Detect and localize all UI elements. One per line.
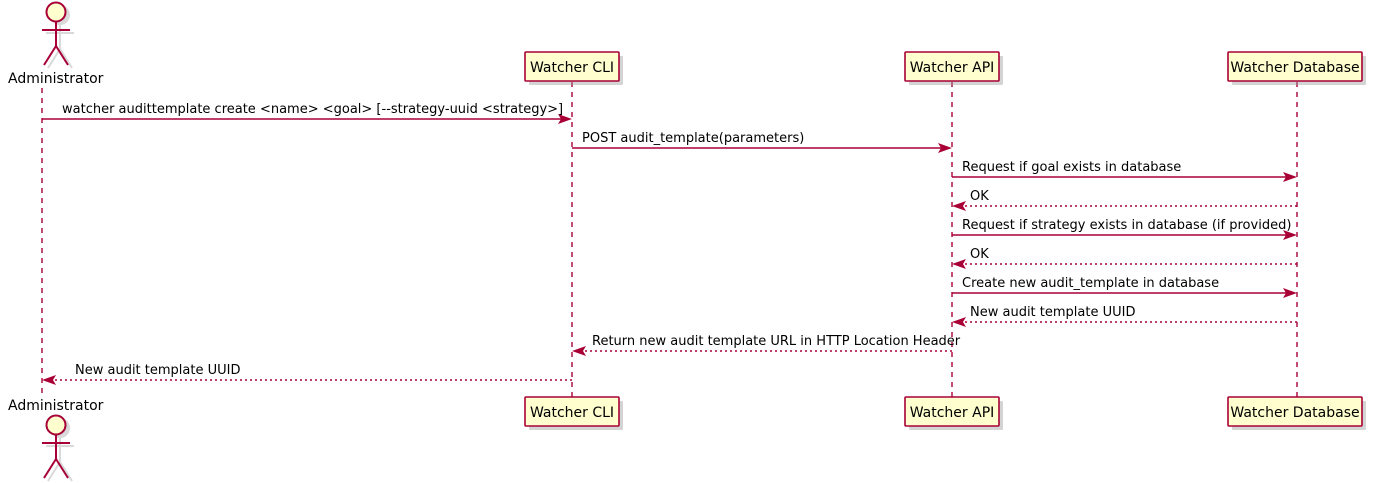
message-3[interactable]: Request if goal exists in database — [952, 160, 1297, 182]
message-label-10: New audit template UUID — [75, 363, 240, 378]
participant-label-watcher-database-bottom: Watcher Database — [1230, 405, 1359, 421]
participant-label-watcher-api-bottom: Watcher API — [910, 405, 995, 421]
actor-head-icon — [45, 1, 67, 23]
arrowhead-left-6 — [952, 259, 966, 269]
participant-box-watcher-api-bottom[interactable]: Watcher API — [904, 396, 1003, 430]
participant-box-watcher-database-bottom[interactable]: Watcher Database — [1227, 396, 1366, 430]
message-label-5: Request if strategy exists in database (… — [962, 218, 1291, 233]
participant-box-watcher-cli-bottom[interactable]: Watcher CLI — [524, 396, 623, 430]
message-2[interactable]: POST audit_template(parameters) — [572, 131, 952, 153]
message-6[interactable]: OK — [952, 247, 1297, 269]
message-1[interactable]: watcher audittemplate create <name> <goa… — [42, 102, 572, 124]
message-5[interactable]: Request if strategy exists in database (… — [952, 218, 1297, 240]
message-10[interactable]: New audit template UUID — [42, 363, 572, 385]
actor-administrator-bottom[interactable] — [42, 414, 74, 482]
arrowhead-left-9 — [572, 346, 586, 356]
participant-box-watcher-cli-top[interactable]: Watcher CLI — [524, 51, 623, 85]
message-label-2: POST audit_template(parameters) — [582, 131, 804, 146]
arrowhead-right-7 — [1283, 288, 1297, 298]
actor-label-administrator-top: Administrator — [8, 71, 104, 87]
message-label-1: watcher audittemplate create <name> <goa… — [62, 102, 563, 117]
message-label-4: OK — [970, 189, 989, 204]
actor-label-administrator-bottom: Administrator — [8, 398, 104, 414]
message-8[interactable]: New audit template UUID — [952, 305, 1297, 327]
actor-head-icon-bottom — [45, 414, 67, 436]
participant-label-watcher-database-top: Watcher Database — [1230, 60, 1359, 76]
arrowhead-left-4 — [952, 201, 966, 211]
message-label-3: Request if goal exists in database — [962, 160, 1181, 175]
lifelines — [41, 82, 1298, 397]
arrowhead-right-1 — [558, 114, 572, 124]
message-7[interactable]: Create new audit_template in database — [952, 276, 1297, 298]
arrowhead-right-5 — [1283, 230, 1297, 240]
actor-body-icon-bottom — [42, 435, 70, 479]
participant-label-watcher-api-top: Watcher API — [910, 60, 995, 76]
participant-label-watcher-cli-top: Watcher CLI — [530, 60, 614, 76]
arrowhead-left-10 — [42, 375, 56, 385]
participant-label-watcher-cli-bottom: Watcher CLI — [530, 405, 614, 421]
arrowhead-right-3 — [1283, 172, 1297, 182]
message-9[interactable]: Return new audit template URL in HTTP Lo… — [572, 334, 961, 356]
actor-body-icon — [42, 22, 70, 66]
actor-administrator-top[interactable] — [42, 1, 74, 69]
message-label-8: New audit template UUID — [970, 305, 1135, 320]
message-label-7: Create new audit_template in database — [962, 276, 1219, 291]
message-4[interactable]: OK — [952, 189, 1297, 211]
arrowhead-right-2 — [938, 143, 952, 153]
arrowhead-left-8 — [952, 317, 966, 327]
message-label-9: Return new audit template URL in HTTP Lo… — [592, 334, 961, 349]
participant-box-watcher-api-top[interactable]: Watcher API — [904, 51, 1003, 85]
message-label-6: OK — [970, 247, 989, 262]
participant-box-watcher-database-top[interactable]: Watcher Database — [1227, 51, 1366, 85]
